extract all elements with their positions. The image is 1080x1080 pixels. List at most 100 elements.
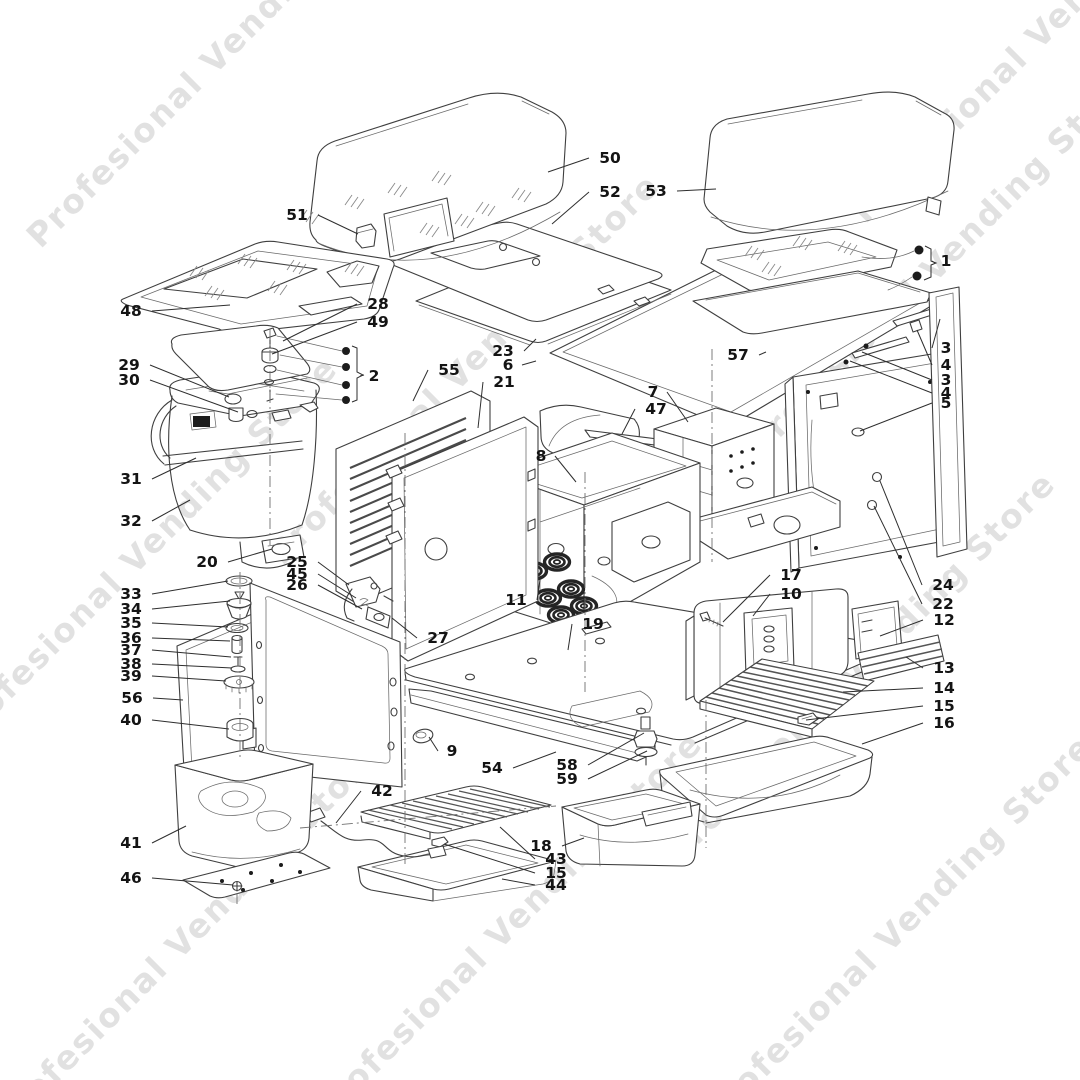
callout-17: 17 (780, 566, 802, 584)
callout-3: 3 (941, 371, 952, 389)
callout-leader-3 (861, 351, 933, 381)
callout-leader-54 (512, 751, 557, 769)
callout-leader-41 (151, 825, 187, 844)
callout-leader-18 (561, 837, 585, 847)
callout-leader-3 (931, 318, 941, 349)
callout-32: 32 (120, 512, 142, 530)
machine-drawing (120, 91, 968, 906)
callout-leader-33 (151, 580, 229, 595)
callout-26: 26 (286, 576, 308, 594)
callout-7: 7 (648, 383, 659, 401)
callout-leader-19 (567, 623, 573, 651)
callout-12: 12 (933, 611, 955, 629)
callout-6: 6 (503, 356, 514, 374)
part-top-cover-50 (299, 92, 567, 263)
callout-28: 28 (367, 295, 389, 313)
part-side-wall-right (928, 286, 968, 558)
callout-leader-8 (554, 455, 577, 483)
callout-leader-6 (521, 360, 537, 366)
callout-leader-42 (335, 790, 362, 824)
part-tray-44 (357, 839, 557, 902)
callout-bracket-2 (275, 335, 365, 404)
callout-37: 37 (120, 641, 142, 659)
callout-54: 54 (481, 759, 503, 777)
callout-leader-4 (916, 329, 933, 366)
callout-10: 10 (780, 585, 802, 603)
callout-leader-48 (151, 304, 231, 312)
callout-leader-23 (523, 338, 537, 352)
callout-leader-34 (151, 600, 231, 610)
callout-18: 18 (530, 837, 552, 855)
callout-leader-10 (752, 593, 771, 617)
part-hook-panel-21 (385, 416, 539, 662)
part-grommet-9 (412, 728, 434, 744)
callout-1: 1 (941, 252, 952, 270)
callout-57: 57 (727, 346, 749, 364)
callout-leader-49 (271, 321, 358, 355)
callout-58: 58 (556, 756, 578, 774)
callout-leader-32 (151, 499, 191, 522)
callout-leader-37 (151, 649, 232, 658)
callout-leader-15 (443, 843, 536, 874)
callout-leader-35 (151, 622, 229, 628)
callout-33: 33 (120, 585, 142, 603)
callout-leader-57 (758, 351, 767, 356)
callout-15: 15 (933, 697, 955, 715)
callout-16: 16 (933, 714, 955, 732)
callout-leader-40 (151, 719, 230, 730)
callout-leader-50 (547, 157, 590, 173)
callout-23: 23 (492, 342, 514, 360)
callout-41: 41 (120, 834, 142, 852)
callout-46: 46 (120, 869, 142, 887)
callout-leader-15 (805, 705, 924, 721)
callout-35: 35 (120, 614, 142, 632)
part-bucket-18 (561, 788, 701, 867)
callout-leader-45 (317, 573, 357, 599)
part-glass-tray (692, 228, 932, 335)
callout-leader-43 (499, 826, 536, 860)
callout-leader-12 (879, 619, 924, 637)
part-grille-14 (699, 658, 875, 738)
callout-4: 4 (941, 384, 952, 402)
callout-leader-28 (282, 303, 358, 342)
callout-11: 11 (505, 591, 527, 609)
callout-43: 43 (545, 850, 567, 868)
callout-leader-26 (317, 584, 363, 610)
callout-39: 39 (120, 667, 142, 685)
callout-leader-17 (722, 574, 771, 623)
callout-51: 51 (286, 206, 308, 224)
part-door-frame-panel (249, 582, 403, 788)
part-top-cover-53 (703, 91, 955, 234)
callout-leader-4 (849, 360, 933, 394)
callout-leader-51 (317, 214, 359, 235)
callout-leader-1 (931, 260, 936, 264)
callout-leader-14 (842, 687, 924, 693)
callout-leader-5 (859, 402, 933, 432)
part-bracket-51 (355, 223, 377, 249)
callout-leader-59 (587, 750, 648, 780)
callout-47: 47 (645, 400, 667, 418)
callout-leader-22 (873, 505, 923, 605)
callout-34: 34 (120, 600, 142, 618)
callout-bracket-1 (861, 245, 938, 291)
part-mount-plate-46 (182, 851, 331, 899)
callout-leader-31 (151, 457, 197, 480)
callout-leader-7 (666, 391, 689, 423)
callout-leader-52 (551, 191, 590, 225)
callout-20: 20 (196, 553, 218, 571)
callout-49: 49 (367, 313, 389, 331)
callout-44: 44 (545, 876, 567, 894)
callout-leader-44 (501, 878, 536, 886)
callout-53: 53 (645, 182, 667, 200)
callout-24: 24 (932, 576, 954, 594)
part-grid-13 (857, 634, 945, 682)
callout-leader-30 (149, 379, 239, 413)
part-tap-assembly-25-45-26 (343, 576, 394, 622)
part-bowl-lid-28 (170, 324, 311, 395)
callout-8: 8 (536, 447, 547, 465)
callout-leader-58 (587, 732, 645, 766)
callout-leader-16 (861, 722, 924, 745)
